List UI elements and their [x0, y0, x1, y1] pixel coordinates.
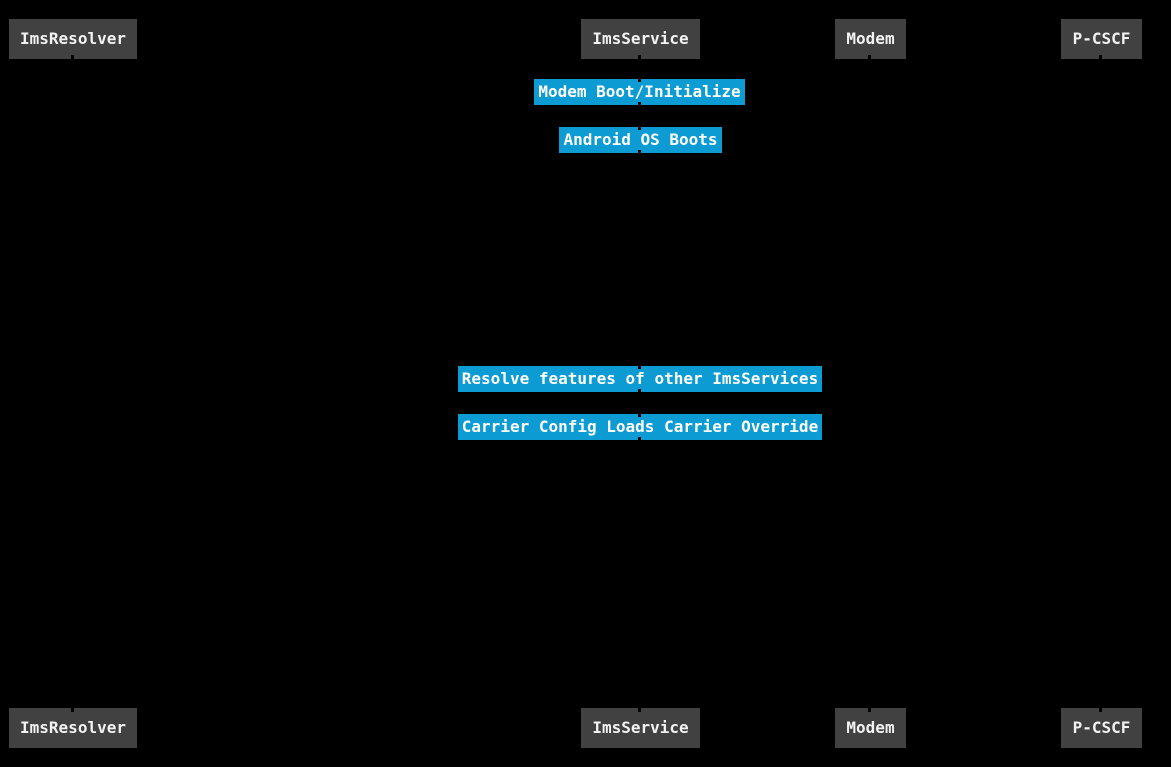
lifeline-tick	[638, 55, 641, 63]
lifeline-tick	[638, 364, 641, 369]
actor-modem-top: Modem	[835, 19, 906, 59]
lifeline-tick	[71, 55, 74, 63]
actor-modem-bottom: Modem	[835, 708, 906, 748]
actor-imsresolver-bottom: ImsResolver	[9, 708, 137, 748]
actor-imsservice-top: ImsService	[581, 19, 700, 59]
lifeline-tick	[638, 389, 641, 394]
lifeline-tick	[638, 102, 641, 107]
lifeline-tick	[868, 704, 871, 712]
note-resolve-features: Resolve features of other ImsServices	[458, 366, 822, 392]
note-carrier-config-override: Carrier Config Loads Carrier Override	[458, 414, 822, 440]
lifeline-pcscf	[1100, 57, 1102, 710]
actor-pcscf-top: P-CSCF	[1061, 19, 1142, 59]
lifeline-tick	[1099, 55, 1102, 63]
note-android-os-boots: Android OS Boots	[559, 127, 722, 153]
lifeline-tick	[638, 437, 641, 442]
note-modem-boot-initialize: Modem Boot/Initialize	[534, 79, 745, 105]
lifeline-tick	[638, 704, 641, 712]
lifeline-tick	[638, 77, 641, 82]
actor-imsservice-bottom: ImsService	[581, 708, 700, 748]
lifeline-imsresolver	[72, 57, 74, 710]
lifeline-modem	[869, 57, 871, 710]
actor-imsresolver-top: ImsResolver	[9, 19, 137, 59]
lifeline-tick	[71, 704, 74, 712]
lifeline-tick	[638, 412, 641, 417]
actor-pcscf-bottom: P-CSCF	[1061, 708, 1142, 748]
lifeline-tick	[638, 150, 641, 155]
lifeline-tick	[868, 55, 871, 63]
lifeline-tick	[638, 125, 641, 130]
lifeline-tick	[1099, 704, 1102, 712]
